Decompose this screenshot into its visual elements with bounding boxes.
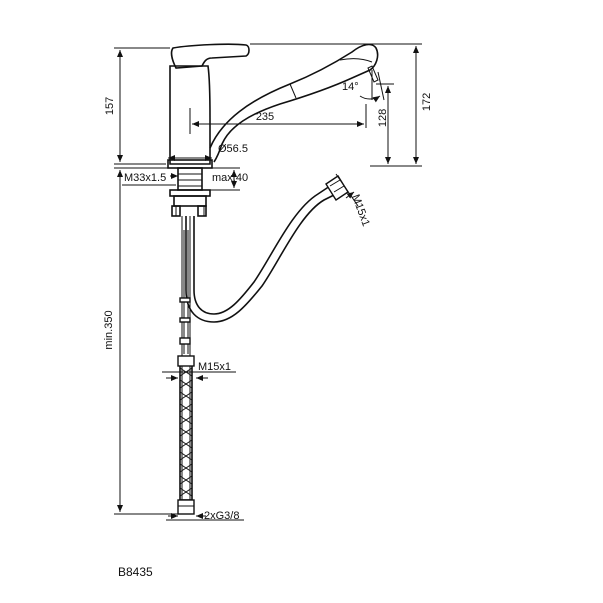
dimension-172: 172 xyxy=(250,43,433,167)
dim-m15-label: M15x1 xyxy=(198,361,231,373)
faucet-column xyxy=(169,65,211,165)
dim-min350-label: min.350 xyxy=(103,310,115,349)
dim-diameter-label: Ø56.5 xyxy=(218,143,248,155)
dim-g38-label: 2xG3/8 xyxy=(204,510,239,522)
spray-head-tip xyxy=(367,65,379,83)
dim-m15-top-label: M15x1 xyxy=(349,193,372,228)
dimension-min350: min.350 xyxy=(103,170,178,515)
pullout-hose: M15x1 xyxy=(185,173,372,323)
spout-head-line xyxy=(339,58,373,63)
dimension-157: 157 xyxy=(104,47,170,165)
dim-m33-label: M33x1.5 xyxy=(124,172,166,184)
dim-128-label: 128 xyxy=(377,109,389,127)
dimension-diameter: Ø56.5 xyxy=(168,143,248,161)
faucet-body xyxy=(167,43,379,169)
dim-max40-label: max.40 xyxy=(212,172,248,184)
dimension-g38: 2xG3/8 xyxy=(166,510,244,522)
faucet-spout xyxy=(209,43,379,163)
dimension-thread: M33x1.5 max.40 xyxy=(114,167,248,191)
spout-seam xyxy=(289,83,297,99)
model-code: B8435 xyxy=(118,565,153,579)
dimension-angle: 14° xyxy=(342,70,385,103)
dimension-128: 128 xyxy=(376,83,394,164)
dim-angle-label: 14° xyxy=(342,81,359,93)
lever-handle xyxy=(170,43,250,69)
dim-235-label: 235 xyxy=(256,111,274,123)
dimension-235: 235 xyxy=(189,104,367,134)
mounting-assembly xyxy=(169,167,211,217)
dimension-m15: M15x1 xyxy=(162,361,236,381)
dim-172-label: 172 xyxy=(421,93,433,111)
dim-157-label: 157 xyxy=(104,97,116,115)
hose-end-fitting xyxy=(325,175,349,201)
